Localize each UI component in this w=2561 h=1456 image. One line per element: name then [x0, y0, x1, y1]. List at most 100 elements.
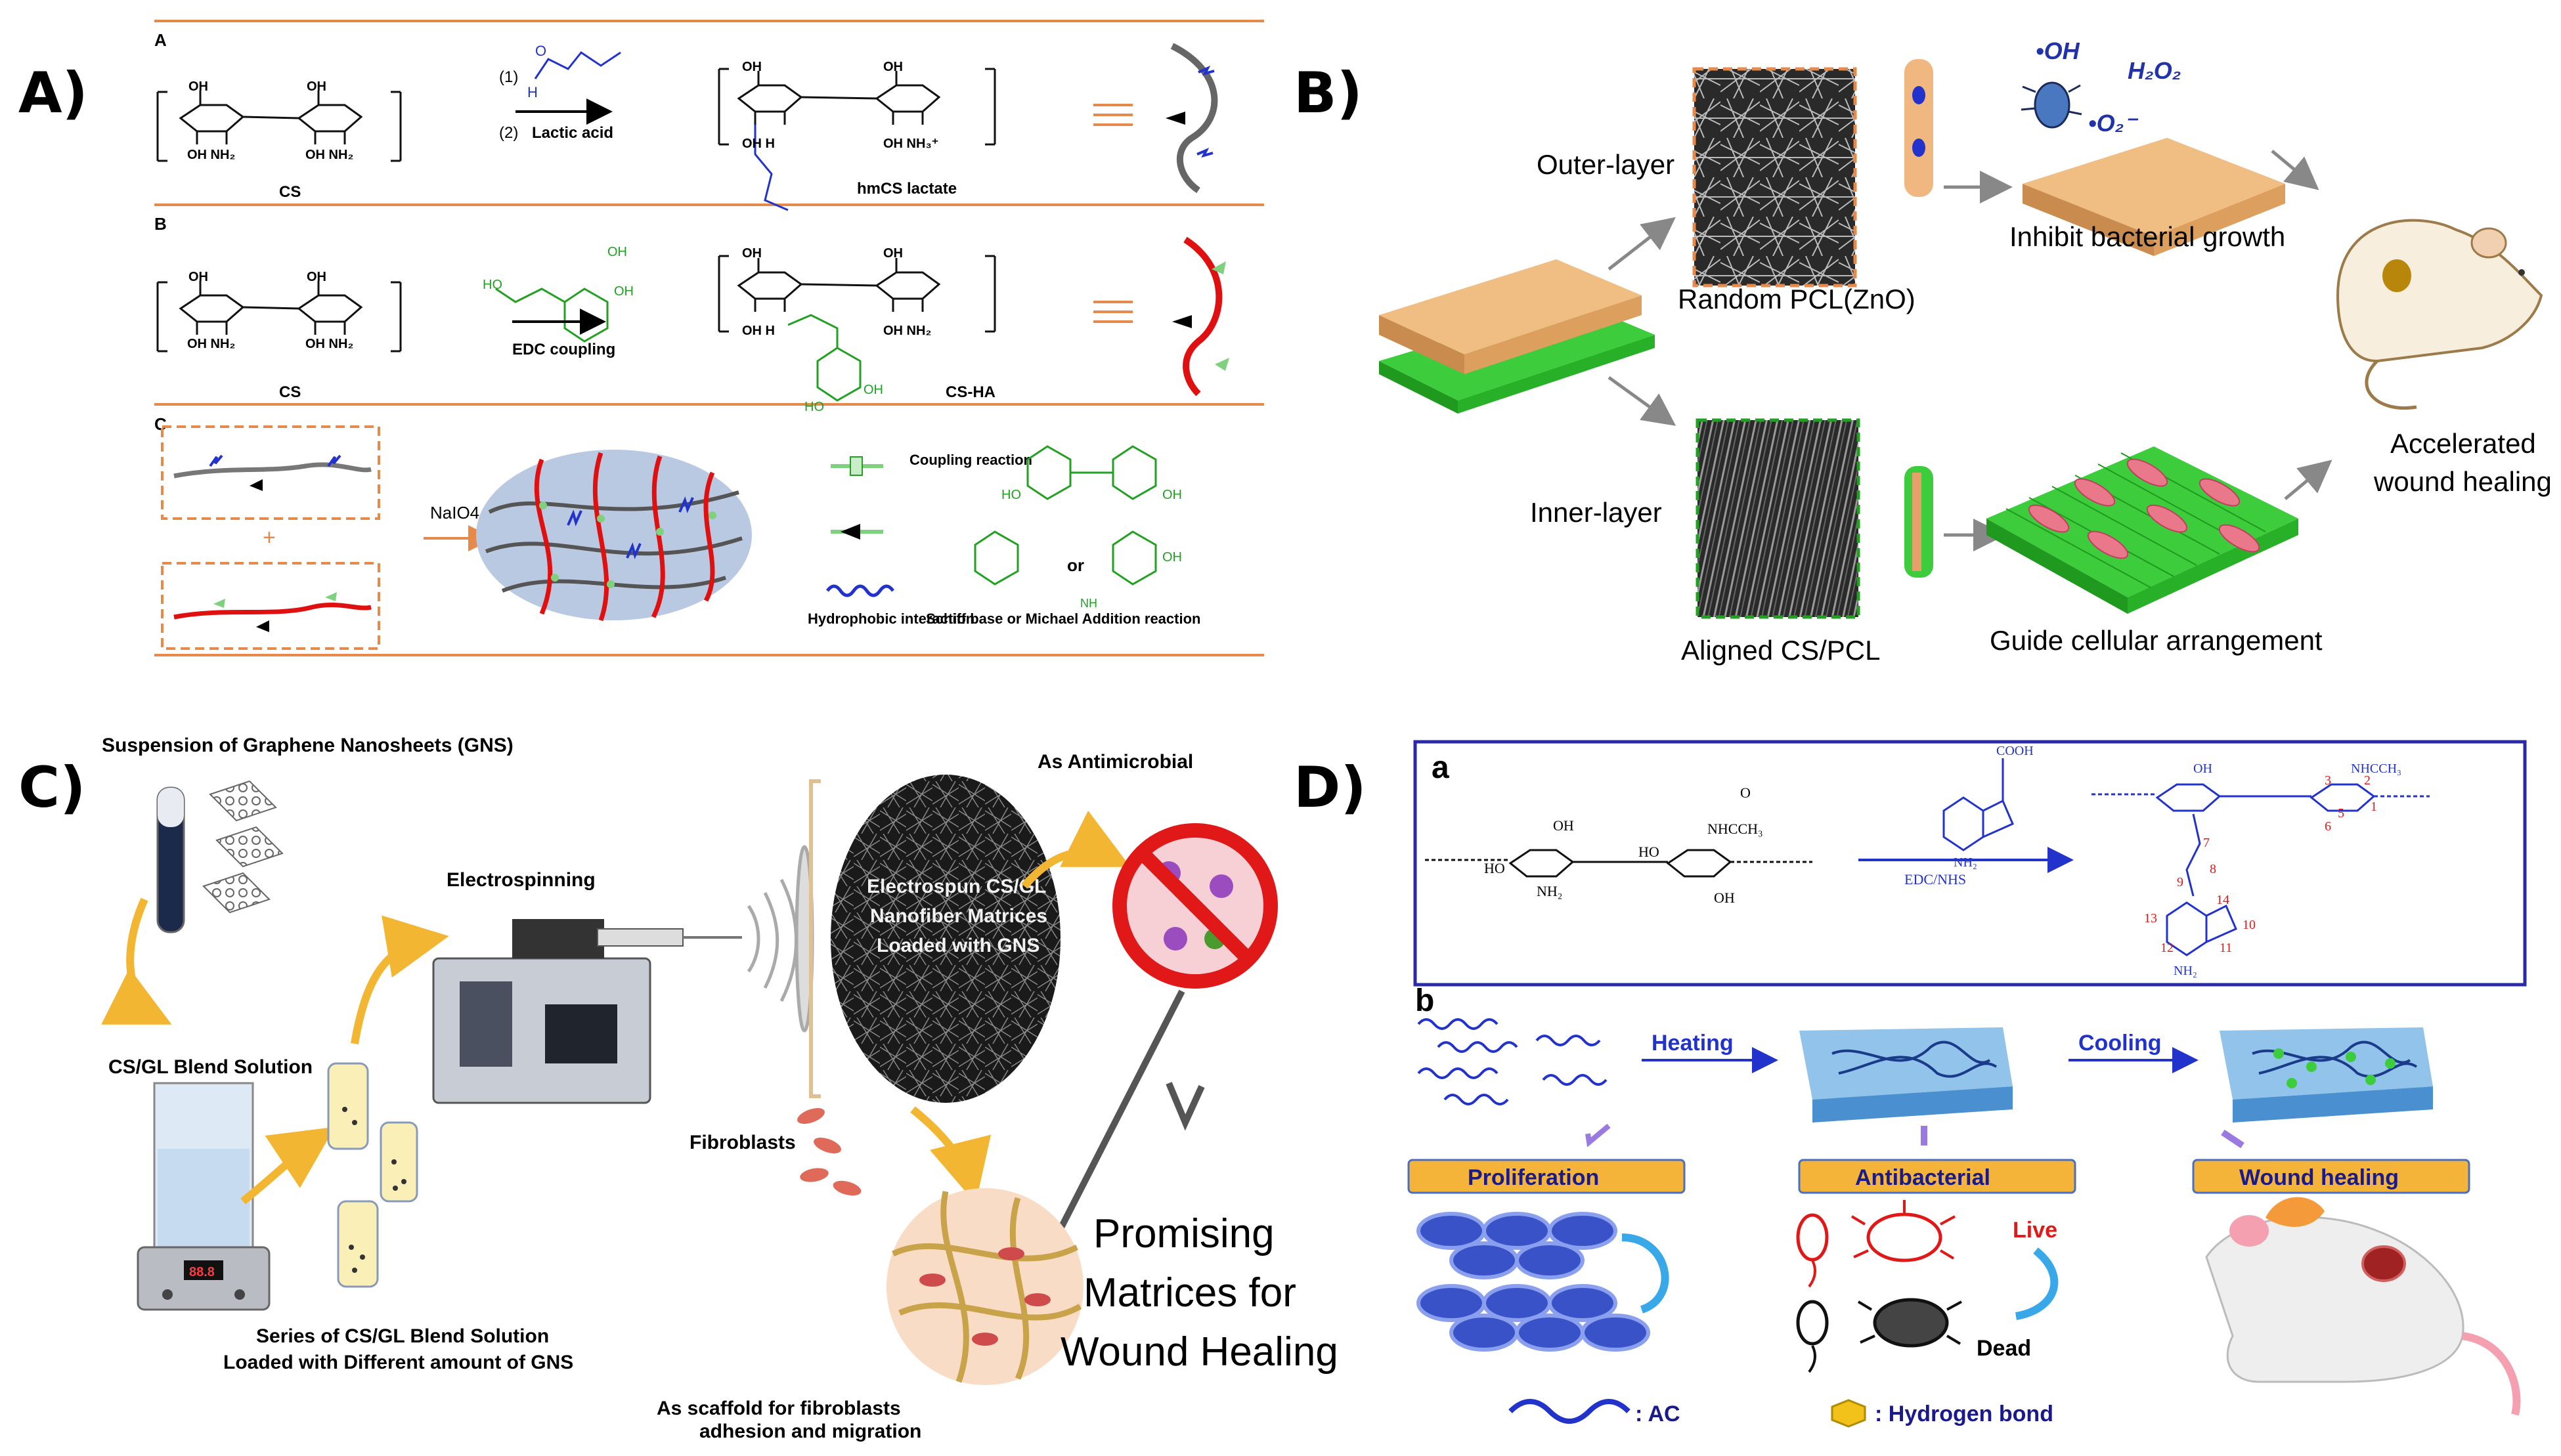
svg-text:OH: OH — [1714, 889, 1735, 906]
gns-tube — [156, 786, 185, 933]
spinning-waves — [747, 845, 814, 1033]
guide-label: Guide cellular arrangement — [1990, 625, 2323, 656]
suspension-label: Suspension of Graphene Nanosheets (GNS) — [102, 735, 514, 756]
svg-text:OH NH₃⁺: OH NH₃⁺ — [883, 137, 938, 151]
zno-fiber — [1904, 59, 1933, 197]
row-a-step2: (2) — [499, 124, 518, 142]
svg-text:7: 7 — [2203, 836, 2210, 850]
svg-text:HO: HO — [1001, 488, 1021, 502]
svg-text:OH NH₂: OH NH₂ — [305, 337, 353, 351]
live-dead-arrow — [2015, 1247, 2059, 1320]
scaffold-circle — [886, 1188, 1084, 1385]
proliferation-tag — [1407, 1159, 1686, 1194]
svg-text:HO: HO — [804, 400, 824, 414]
svg-text:14: 14 — [2216, 893, 2229, 907]
svg-text:12: 12 — [2160, 941, 2174, 955]
equivalent-sign-b — [1093, 301, 1133, 323]
svg-text:11: 11 — [2220, 941, 2232, 955]
svg-text:5: 5 — [2338, 806, 2344, 821]
hydrocaffeic-acid: HO OH OH — [483, 245, 634, 343]
superoxide-label: •O₂⁻ — [2088, 110, 2139, 137]
modified-chitosan: OH NHCCH₃ 3 2 1 5 6 7 8 9 10 11 12 13 14… — [2091, 761, 2430, 978]
gray-arrow-head-c — [1166, 1082, 1205, 1131]
row-a-step1: (1) — [499, 68, 518, 86]
dead-bacteria — [1796, 1298, 1962, 1373]
svg-text:OH: OH — [883, 60, 903, 74]
cs-ha-structure: OH OH OH H OH NH₂ HO OH — [718, 246, 996, 414]
panel-letter-a: A) — [18, 60, 88, 126]
gold-arrow-4 — [1021, 810, 1131, 889]
svg-text:1: 1 — [2371, 800, 2377, 814]
svg-text:HO: HO — [1638, 844, 1659, 860]
chitosan-structure-d: OH HO NH₂ HO NHCCH₃ O OH — [1425, 784, 1812, 906]
svg-text:NH₂: NH₂ — [1954, 855, 1977, 870]
svg-text:3: 3 — [2325, 773, 2331, 788]
random-fiber-sem — [1692, 67, 1857, 288]
arrow-guide-to-mouse — [2284, 460, 2332, 500]
hmcs-chain-c — [173, 462, 372, 479]
svg-text:NH₂: NH₂ — [1537, 883, 1562, 899]
svg-text:O: O — [535, 43, 546, 59]
accelerated-label: Accelerated — [2390, 428, 2536, 459]
row-b-right-label: CS-HA — [946, 383, 996, 401]
cs-ha-box — [161, 562, 380, 650]
or-label: or — [1067, 555, 1084, 575]
series-label-2: Loaded with Different amount of GNS — [223, 1352, 573, 1373]
gel-cooling — [2220, 1027, 2433, 1123]
svg-text:10: 10 — [2243, 918, 2256, 932]
legend-hbond-icon — [1831, 1399, 1866, 1428]
fibroblasts-label: Fibroblasts — [690, 1132, 796, 1153]
arrow-inhibit-to-mouse — [2271, 150, 2319, 190]
svg-text:OH: OH — [742, 60, 762, 74]
matrix-label-2: Nanofiber Matrices — [870, 905, 1047, 927]
equivalent-sign-a — [1093, 104, 1133, 126]
gold-arrow-5 — [910, 1106, 992, 1204]
cs-structure-a: OH OH OH NH₂ OH NH₂ — [156, 79, 402, 162]
outer-layer-label: Outer-layer — [1537, 149, 1674, 180]
svg-text:OH H: OH H — [742, 137, 775, 151]
svg-text:NH: NH — [1080, 597, 1097, 610]
svg-text:HO: HO — [483, 278, 502, 292]
bacterium-icon — [2021, 81, 2082, 129]
electrospinning-machine — [432, 919, 742, 1104]
panel-letter-c: C) — [18, 755, 86, 821]
cs-ha-chain-icon — [1172, 236, 1229, 396]
svg-text:OH: OH — [864, 383, 883, 397]
oh-radical-label: •OH — [2036, 37, 2080, 64]
hmcs-chain-icon — [1166, 43, 1218, 194]
wound-healing-label-b: wound healing — [2373, 466, 2552, 497]
stirrer-display: 88.8 — [189, 1265, 215, 1279]
svg-text:OH H: OH H — [742, 324, 775, 338]
fibroblast-cells — [797, 1107, 862, 1196]
legend-hydrophobic-icon — [825, 584, 895, 597]
aldehyde-reagent: H O — [527, 43, 621, 100]
mouse-icon — [2336, 219, 2543, 410]
svg-text:2: 2 — [2364, 773, 2371, 788]
legend-hbond-label: : Hydrogen bond — [1875, 1402, 2053, 1426]
scheme-a-box — [1413, 740, 2527, 987]
mouse-d — [2205, 1197, 2521, 1416]
panel-b: Outer-layer Inner-layer Random PCL(ZnO) … — [1379, 37, 2552, 666]
row-b-letter: B — [154, 214, 167, 234]
svg-text:COOH: COOH — [1996, 744, 2034, 758]
svg-text:OH: OH — [307, 270, 326, 284]
purple-arrow-1 — [1585, 1123, 1611, 1147]
svg-text:OH: OH — [1553, 817, 1574, 834]
antibacterial-label: Antibacterial — [1855, 1165, 1990, 1190]
gns-sheets — [202, 780, 284, 914]
svg-text:OH: OH — [188, 270, 208, 284]
svg-text:OH NH₂: OH NH₂ — [305, 148, 353, 162]
gold-arrow-2 — [240, 1126, 335, 1205]
legend-schiff-icon — [831, 524, 883, 540]
antibacterial-mat — [2023, 138, 2285, 256]
schiff-product: OH NH — [974, 530, 1182, 610]
svg-text:13: 13 — [2144, 911, 2157, 926]
aligned-fiber-sem — [1696, 418, 1860, 619]
legend-schiff-label: Schiff base or Michael Addition reaction — [926, 610, 1200, 627]
legend-ac-label: : AC — [1635, 1402, 1680, 1426]
blend-solution-label: CS/GL Blend Solution — [108, 1056, 313, 1078]
promising-line-2: Matrices for — [1084, 1270, 1296, 1316]
legend-coupling-label: Coupling reaction — [909, 452, 1032, 468]
purple-arrow-3 — [2221, 1129, 2244, 1149]
cs-pcl-fiber — [1904, 466, 1933, 578]
